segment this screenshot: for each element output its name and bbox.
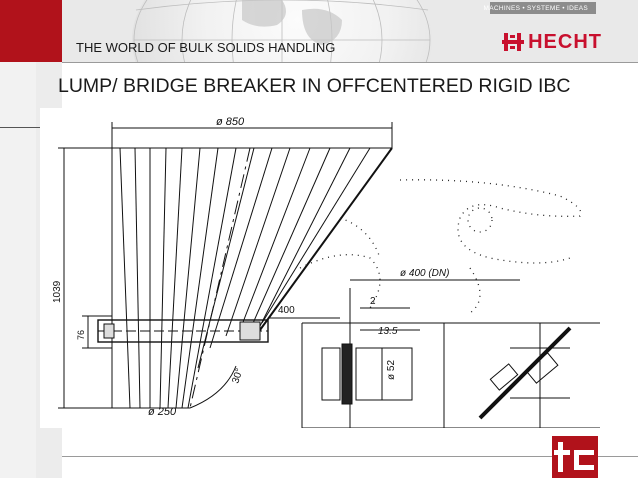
dim-height: 1039 — [52, 280, 63, 303]
header-band — [62, 0, 638, 62]
footer-divider — [62, 456, 638, 457]
slide-title: LUMP/ BRIDGE BREAKER IN OFFCENTERED RIGI… — [58, 75, 571, 97]
hecht-wordmark: HECHT — [528, 30, 602, 53]
hecht-h-icon — [502, 33, 525, 51]
dim-top-diameter: ø 850 — [216, 116, 245, 128]
tagline: MACHINES • SYSTEME • IDEAS — [483, 5, 588, 12]
tagline-background — [490, 2, 596, 14]
dim-bottom-diameter: ø 250 — [148, 406, 177, 418]
tc-logo-icon — [552, 436, 598, 478]
dim-52: ø 52 — [386, 360, 397, 380]
brand-corner-block — [0, 0, 62, 62]
dim-400: 400 — [278, 305, 295, 316]
dim-dn: ø 400 (DN) — [400, 268, 449, 279]
hecht-logo: HECHT — [502, 30, 602, 53]
section-title: THE WORLD OF BULK SOLIDS HANDLING — [76, 40, 336, 55]
left-rule — [0, 127, 62, 128]
dim-2: 2 — [370, 296, 376, 307]
technical-drawing: ø 850 1039 76 30° ø 250 400 ø 400 (DN) 2… — [40, 108, 600, 428]
dim-13-5: 13.5 — [378, 326, 398, 337]
dim-shaft: 76 — [76, 330, 86, 340]
globe-grid-icon — [133, 0, 431, 62]
header-divider — [62, 62, 638, 63]
dim-angle: 30° — [230, 367, 245, 385]
